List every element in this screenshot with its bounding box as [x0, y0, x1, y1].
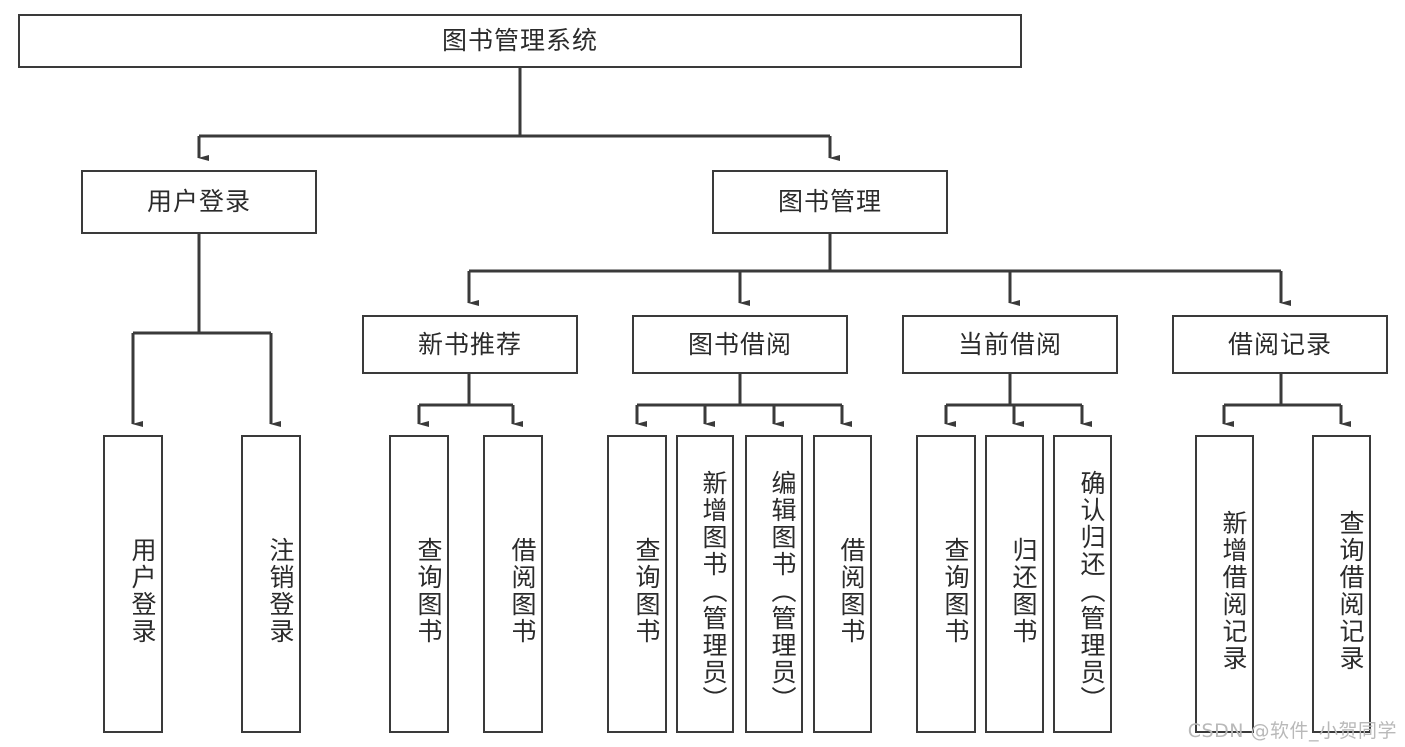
leaf-borrow-edit-book[interactable]: 编辑图书（管理员） [745, 435, 803, 733]
leaf-borrow-query-book[interactable]: 查询图书 [607, 435, 667, 733]
node-new-book-recommend[interactable]: 新书推荐 [362, 315, 578, 374]
leaf-recommend-query-book[interactable]: 查询图书 [389, 435, 449, 733]
leaf-borrow-query-book-label: 查询图书 [632, 537, 661, 645]
node-new-book-recommend-label: 新书推荐 [417, 329, 522, 359]
node-user-login[interactable]: 用户登录 [81, 170, 317, 234]
leaf-borrow-edit-book-label: 编辑图书（管理员） [768, 469, 797, 713]
node-current-borrow[interactable]: 当前借阅 [902, 315, 1118, 374]
leaf-current-confirm-return-label: 确认归还（管理员） [1077, 469, 1106, 713]
leaf-record-query-record-label: 查询借阅记录 [1336, 510, 1365, 672]
leaf-recommend-borrow-book-label: 借阅图书 [508, 537, 537, 645]
leaf-user-login-signin-label: 用户登录 [128, 537, 157, 645]
leaf-borrow-borrow-book[interactable]: 借阅图书 [813, 435, 872, 733]
leaf-user-login-signin[interactable]: 用户登录 [103, 435, 163, 733]
node-book-borrow[interactable]: 图书借阅 [632, 315, 848, 374]
node-book-borrow-label: 图书借阅 [687, 329, 792, 359]
node-borrow-record-label: 借阅记录 [1227, 329, 1332, 359]
leaf-borrow-add-book-label: 新增图书（管理员） [699, 469, 728, 713]
leaf-borrow-borrow-book-label: 借阅图书 [837, 537, 866, 645]
node-user-login-label: 用户登录 [146, 187, 251, 217]
node-current-borrow-label: 当前借阅 [957, 329, 1062, 359]
leaf-current-return-book[interactable]: 归还图书 [985, 435, 1044, 733]
watermark: CSDN @软件_小贺同学 [1187, 720, 1397, 742]
leaf-current-return-book-label: 归还图书 [1009, 537, 1038, 645]
node-root-system-label: 图书管理系统 [441, 26, 598, 56]
node-book-management-label: 图书管理 [777, 187, 882, 217]
node-book-management[interactable]: 图书管理 [712, 170, 948, 234]
leaf-record-add-record[interactable]: 新增借阅记录 [1195, 435, 1254, 733]
leaf-current-confirm-return[interactable]: 确认归还（管理员） [1053, 435, 1112, 733]
leaf-record-add-record-label: 新增借阅记录 [1219, 510, 1248, 672]
leaf-current-query-book[interactable]: 查询图书 [916, 435, 976, 733]
node-root-system[interactable]: 图书管理系统 [18, 14, 1022, 68]
leaf-record-query-record[interactable]: 查询借阅记录 [1312, 435, 1371, 733]
leaf-user-login-signout[interactable]: 注销登录 [241, 435, 301, 733]
leaf-borrow-add-book[interactable]: 新增图书（管理员） [676, 435, 734, 733]
leaf-current-query-book-label: 查询图书 [941, 537, 970, 645]
leaf-recommend-query-book-label: 查询图书 [414, 537, 443, 645]
leaf-recommend-borrow-book[interactable]: 借阅图书 [483, 435, 543, 733]
node-borrow-record[interactable]: 借阅记录 [1172, 315, 1388, 374]
leaf-user-login-signout-label: 注销登录 [266, 537, 295, 645]
